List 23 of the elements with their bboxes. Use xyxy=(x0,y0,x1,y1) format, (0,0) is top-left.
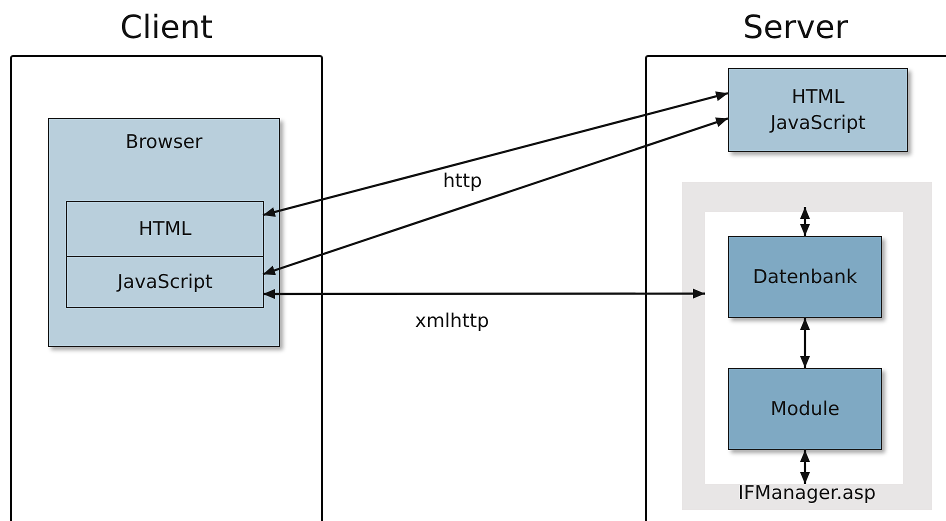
double-arrow xyxy=(263,288,705,299)
double-arrow xyxy=(800,318,810,368)
box-label: JavaScript xyxy=(115,270,214,295)
process-box xyxy=(728,68,908,152)
inner-panel xyxy=(705,212,903,484)
panel-heading: Client xyxy=(119,8,214,46)
double-arrow xyxy=(800,450,810,484)
process-box xyxy=(728,236,882,318)
panel-heading: Server xyxy=(742,8,849,46)
process-box xyxy=(66,256,264,308)
box-label: Datenbank xyxy=(752,265,858,290)
double-arrow xyxy=(262,117,728,276)
box-label: IFManager.asp xyxy=(737,481,877,506)
process-box xyxy=(66,201,264,257)
double-arrow xyxy=(262,91,728,217)
box-label: HTML xyxy=(138,217,192,242)
double-arrow xyxy=(800,207,810,236)
process-box xyxy=(728,368,882,450)
container-panel xyxy=(48,118,280,347)
box-label: Browser xyxy=(124,130,204,155)
box-label: Module xyxy=(769,397,841,422)
box-label: HTML JavaScript xyxy=(768,85,867,136)
container-panel xyxy=(682,182,932,510)
